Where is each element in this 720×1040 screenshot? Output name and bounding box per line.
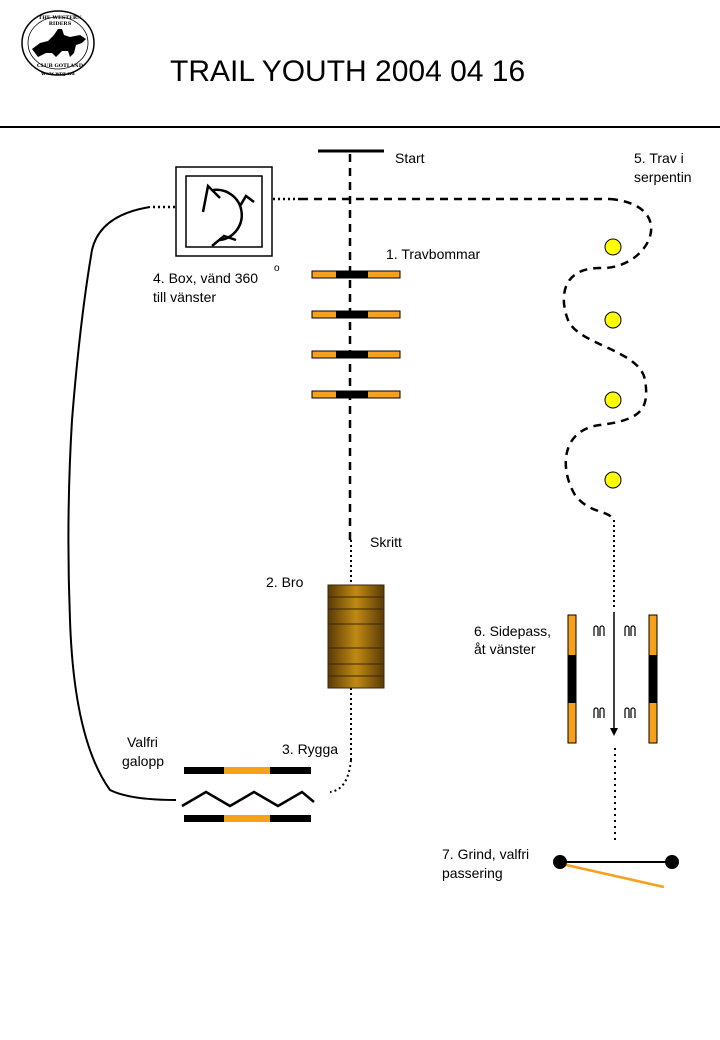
logo-top-text: THE WESTERN RIDERS (38, 15, 82, 27)
box-label-line2: till vänster (153, 289, 217, 305)
horse-rider-icon (32, 29, 86, 57)
box-label-line1: 4. Box, vänd 360 (153, 270, 259, 286)
gate-post-icon (553, 855, 567, 869)
serpentine-path (562, 197, 653, 521)
trav-label-line1: 5. Trav i (634, 150, 684, 166)
hoof-print-icon (593, 625, 605, 636)
backup-poles (181, 767, 315, 822)
box-degree-label: o (274, 263, 280, 274)
logo-bottom-text: CLUB GOTLAND (36, 63, 84, 69)
trot-pole (311, 270, 401, 279)
trot-pole (311, 310, 401, 319)
trot-pole (311, 390, 401, 399)
travbommar-label: 1. Travbommar (386, 246, 481, 262)
backup-zigzag (181, 790, 315, 808)
rotate-arrows-icon (201, 183, 255, 247)
turn-box (175, 166, 273, 257)
gate (553, 855, 679, 889)
hoof-prints (593, 625, 636, 718)
cone (604, 311, 622, 329)
gate-post-icon (665, 855, 679, 869)
sidepass-label-line1: 6. Sidepass, (474, 623, 552, 639)
club-logo: www.wrg.nu THE WESTERN RIDERS CLUB GOTLA… (10, 5, 110, 85)
cone (604, 391, 622, 409)
cone (604, 238, 622, 256)
bro-label: 2. Bro (266, 574, 304, 590)
rygga-label: 3. Rygga (282, 741, 339, 757)
galopp-path (67, 206, 177, 801)
valfri-label-line1: Valfri (127, 734, 158, 750)
valfri-label-line2: galopp (122, 753, 165, 769)
skritt-label: Skritt (370, 534, 402, 550)
sidepass-poles (567, 614, 658, 744)
hoof-print-icon (624, 625, 636, 636)
start-label: Start (395, 150, 425, 166)
page-title: TRAIL YOUTH 2004 04 16 (170, 55, 526, 88)
trav-label-line2: serpentin (634, 169, 692, 185)
cone (604, 471, 622, 489)
grind-label-line1: 7. Grind, valfri (442, 846, 530, 862)
path-rygga-curve (329, 759, 352, 793)
logo-url: www.wrg.nu (40, 71, 75, 77)
serpentine-cones (604, 238, 622, 489)
hoof-print-icon (593, 707, 605, 718)
bridge (327, 584, 385, 689)
hoof-print-icon (624, 707, 636, 718)
grind-label-line2: passering (442, 865, 503, 881)
trot-poles (311, 270, 401, 399)
sidepass-arrow-head (610, 728, 618, 736)
trot-pole (311, 350, 401, 359)
sidepass-label-line2: åt vänster (474, 641, 536, 657)
